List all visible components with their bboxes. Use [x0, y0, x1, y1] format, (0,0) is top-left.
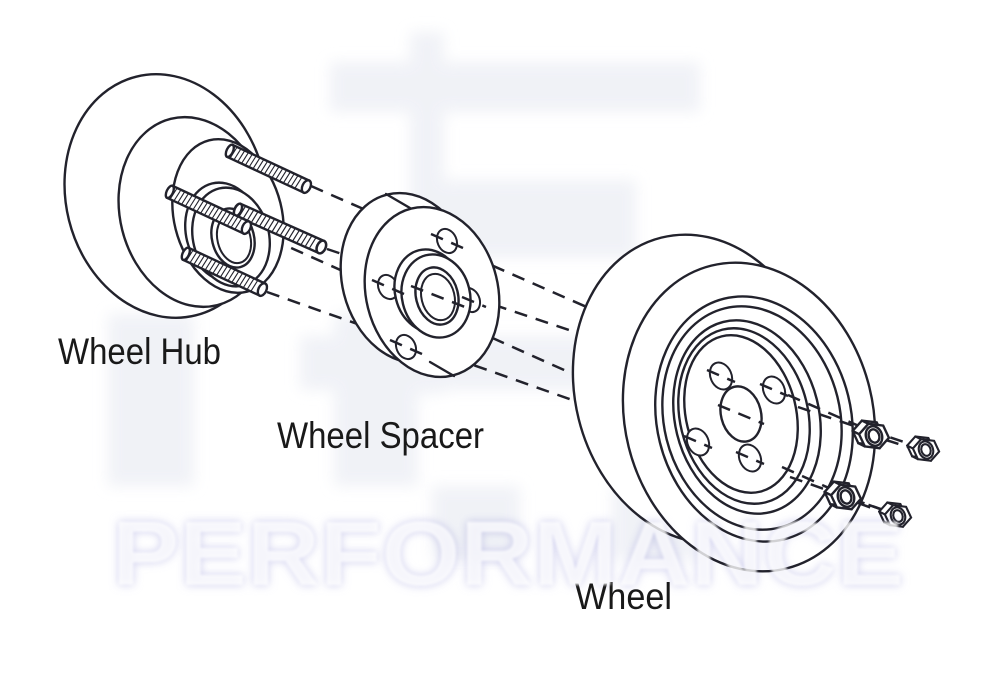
watermark-core-text: PERFORMANCE: [112, 503, 904, 605]
wheel-spacer-drawing: [339, 191, 501, 379]
wheel-hole-lower-right: [737, 443, 763, 473]
wheel-hole-lower-left: [685, 427, 711, 457]
wheel-hole-upper-left: [708, 361, 734, 391]
label-wheel-spacer: Wheel Spacer: [277, 415, 484, 456]
lug-nut-upper-left: [851, 419, 891, 450]
wheel-hub-drawing: [63, 73, 330, 319]
lug-nut-upper-right: [906, 435, 941, 462]
spacer-bore-inner: [420, 272, 456, 322]
label-wheel-hub: Wheel Hub: [58, 331, 221, 372]
watermark-halo-text: PERFORMANCE: [112, 503, 904, 605]
performance-watermark: PERFORMANCE PERFORMANCE: [112, 503, 904, 605]
wheel-hole-upper-right: [761, 375, 787, 405]
spacer-hole-top: [435, 227, 459, 255]
label-wheel: Wheel: [575, 576, 672, 617]
spacer-hole-bottom: [394, 333, 418, 361]
